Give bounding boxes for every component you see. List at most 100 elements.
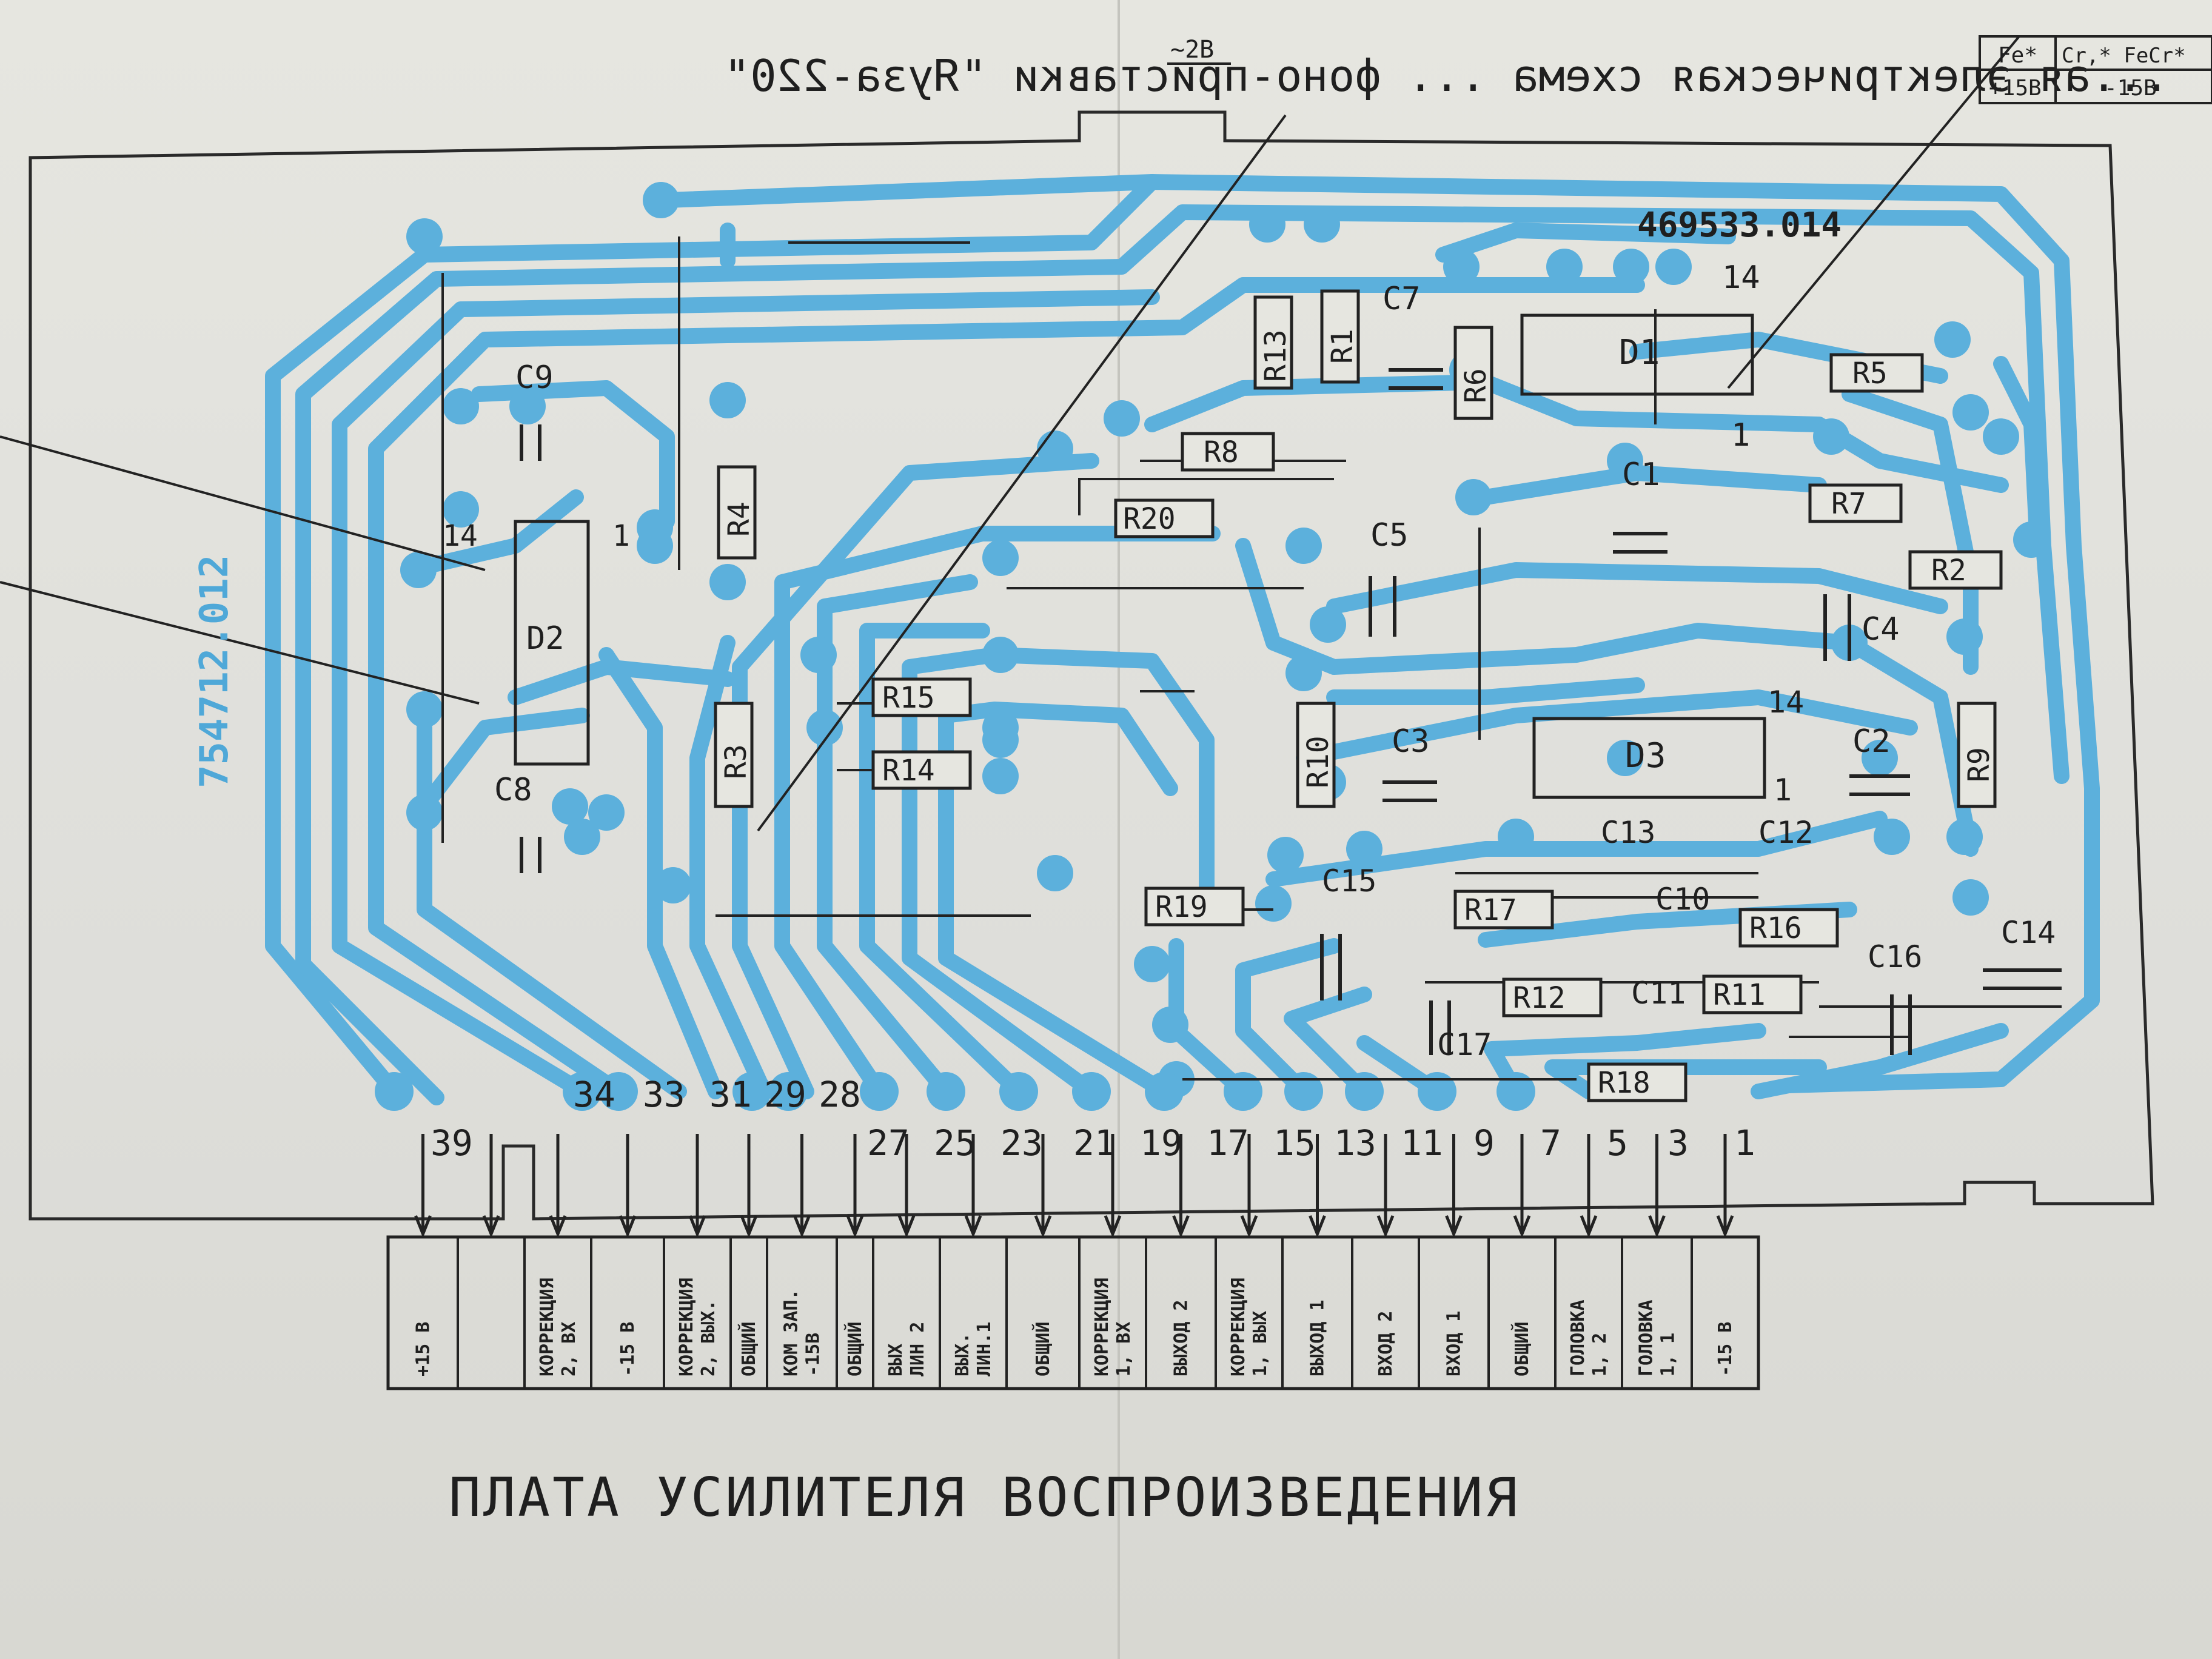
board-outline (28, 110, 2154, 1221)
table-header-cr: Cr,* FeCr* (2062, 44, 2186, 68)
svg-text:R20: R20 (1123, 502, 1176, 536)
ic-d1: D1 14 1 (1520, 260, 1760, 454)
svg-text:R8: R8 (1204, 435, 1239, 469)
capacitor-c5: C5 (1370, 517, 1409, 554)
resistor-r13: R13 (1253, 295, 1293, 390)
resistor-r1: R1 (1320, 289, 1360, 384)
svg-text:R18: R18 (1598, 1066, 1651, 1100)
resistor-r17: R17 (1453, 890, 1554, 930)
table-value-plus: +15В (1989, 76, 2042, 101)
svg-text:R19: R19 (1155, 890, 1208, 924)
resistor-r8: R8 (1181, 432, 1275, 472)
svg-text:R11: R11 (1713, 978, 1766, 1012)
capacitor-c12: C12 (1758, 815, 1813, 850)
connector-label-18-1: 1, 2 (1589, 1333, 1610, 1376)
connector-label-6-1: -15В (803, 1333, 824, 1376)
pin-number-33: 33 (643, 1074, 685, 1115)
connector-label-3-0: -15 В (617, 1322, 638, 1376)
resistor-r11: R11 (1702, 974, 1803, 1014)
resistor-r20: R20 (1114, 498, 1215, 538)
svg-text:R5: R5 (1852, 357, 1888, 390)
solder-pads (375, 182, 2049, 1111)
component-leads (0, 35, 2062, 1081)
pin-number-29: 29 (764, 1074, 806, 1115)
connector-label-18-0: ГОЛОВКА (1567, 1300, 1589, 1376)
pin-number-23: 23 (1000, 1122, 1043, 1164)
pin-number-19: 19 (1140, 1122, 1182, 1164)
connector-label-10-0: ОБЩИЙ (1032, 1322, 1054, 1376)
ic-d2-pin1: 1 (612, 519, 630, 553)
resistor-r9: R9 (1957, 702, 1997, 808)
svg-text:R6: R6 (1459, 368, 1493, 403)
capacitor-labels: C7 C1 C5 C4 C3 C2 C9 C8 C13 C12 C10 C15 … (494, 281, 2056, 1062)
resistor-r5: R5 (1829, 353, 1924, 393)
resistor-r19: R19 (1144, 886, 1245, 927)
svg-text:R13: R13 (1259, 329, 1293, 382)
capacitor-c8: C8 (494, 772, 532, 808)
svg-text:R10: R10 (1301, 736, 1335, 788)
connector-label-2-1: 2, ВХ (558, 1322, 580, 1376)
svg-text:R16: R16 (1749, 911, 1802, 945)
connector-arrows (414, 1134, 1734, 1238)
ic-d1-pin14: 14 (1722, 260, 1760, 296)
svg-text:R9: R9 (1962, 747, 1996, 782)
board-title: ПЛАТА УСИЛИТЕЛЯ ВОСПРОИЗВЕДЕНИЯ (449, 1466, 1520, 1529)
tape-type-table: Fe* Cr,* FeCr* +15В -15В (1979, 35, 2212, 104)
connector-label-7-0: ОБЩИЙ (844, 1322, 866, 1376)
ic-d3-label: D3 (1625, 736, 1666, 776)
doc-number-top: 469533.014 (1637, 206, 1842, 245)
connector-label-5-0: ОБЩИЙ (738, 1322, 760, 1376)
ic-d3-pin1: 1 (1774, 773, 1792, 808)
connector-label-17-0: ОБЩИЙ (1511, 1322, 1533, 1376)
header-bleedthrough: ...ая электрическая схема ... фоно-прист… (724, 50, 2170, 101)
connector-label-19-0: ГОЛОВКА (1636, 1300, 1657, 1376)
ic-d3: D3 14 1 (1532, 685, 1804, 808)
connector-label-4-0: КОРРЕКЦИЯ (676, 1278, 697, 1376)
resistor-r2: R2 (1908, 550, 2003, 590)
capacitor-c3: C3 (1392, 723, 1430, 760)
pin-number-21: 21 (1073, 1122, 1116, 1164)
capacitor-c15: C15 (1322, 863, 1376, 899)
connector-label-4-1: 2, ВЫХ. (698, 1300, 719, 1376)
resistor-r12: R12 (1502, 977, 1603, 1017)
svg-text:R17: R17 (1464, 893, 1517, 927)
pin-number-39: 39 (431, 1122, 473, 1164)
pin-number-5: 5 (1607, 1122, 1628, 1164)
capacitor-symbols (520, 368, 2062, 1055)
ic-d2: D2 14 1 (443, 519, 630, 766)
pin-number-34: 34 (573, 1074, 615, 1115)
connector-label-19-1: 1, 1 (1658, 1333, 1679, 1376)
pin-number-25: 25 (934, 1122, 976, 1164)
svg-text:R2: R2 (1931, 554, 1966, 588)
connector-label-8-1: ЛИН 2 (907, 1322, 928, 1376)
connector-label-13-0: КОРРЕКЦИЯ (1228, 1278, 1249, 1376)
pin-number-17: 17 (1207, 1122, 1249, 1164)
resistor-r3: R3 (714, 702, 754, 808)
pin-number-28: 28 (819, 1074, 861, 1115)
svg-text:R3: R3 (719, 744, 753, 779)
capacitor-c9: C9 (515, 360, 554, 396)
connector-label-15-0: ВХОД 2 (1375, 1311, 1396, 1376)
table-value-minus: -15В (2104, 76, 2157, 101)
connector-label-6-0: КОМ ЗАП. (781, 1289, 802, 1377)
capacitor-c14: C14 (2001, 915, 2056, 950)
resistors-vertical: R13 R1 R6 R4 R3 R10 R9 (714, 289, 1997, 808)
connector-table-frame (386, 1235, 1760, 1390)
connector-label-20-0: -15 В (1715, 1322, 1736, 1376)
capacitor-c7: C7 (1382, 281, 1421, 317)
resistor-r14: R14 (871, 750, 972, 790)
capacitor-c17: C17 (1437, 1027, 1492, 1062)
capacitor-c13: C13 (1601, 815, 1655, 850)
svg-text:R4: R4 (722, 501, 756, 537)
connector-label-12-0: ВЫХОД 2 (1171, 1300, 1192, 1376)
connector-label-11-1: 1, ВХ (1113, 1322, 1134, 1376)
svg-text:R1: R1 (1326, 329, 1359, 364)
connector-label-0-0: +15 В (413, 1322, 434, 1376)
pin-number-1: 1 (1734, 1122, 1755, 1164)
capacitor-c2: C2 (1852, 723, 1891, 760)
svg-text:R14: R14 (882, 754, 935, 788)
resistor-r4: R4 (717, 465, 757, 560)
svg-text:R12: R12 (1513, 981, 1566, 1015)
